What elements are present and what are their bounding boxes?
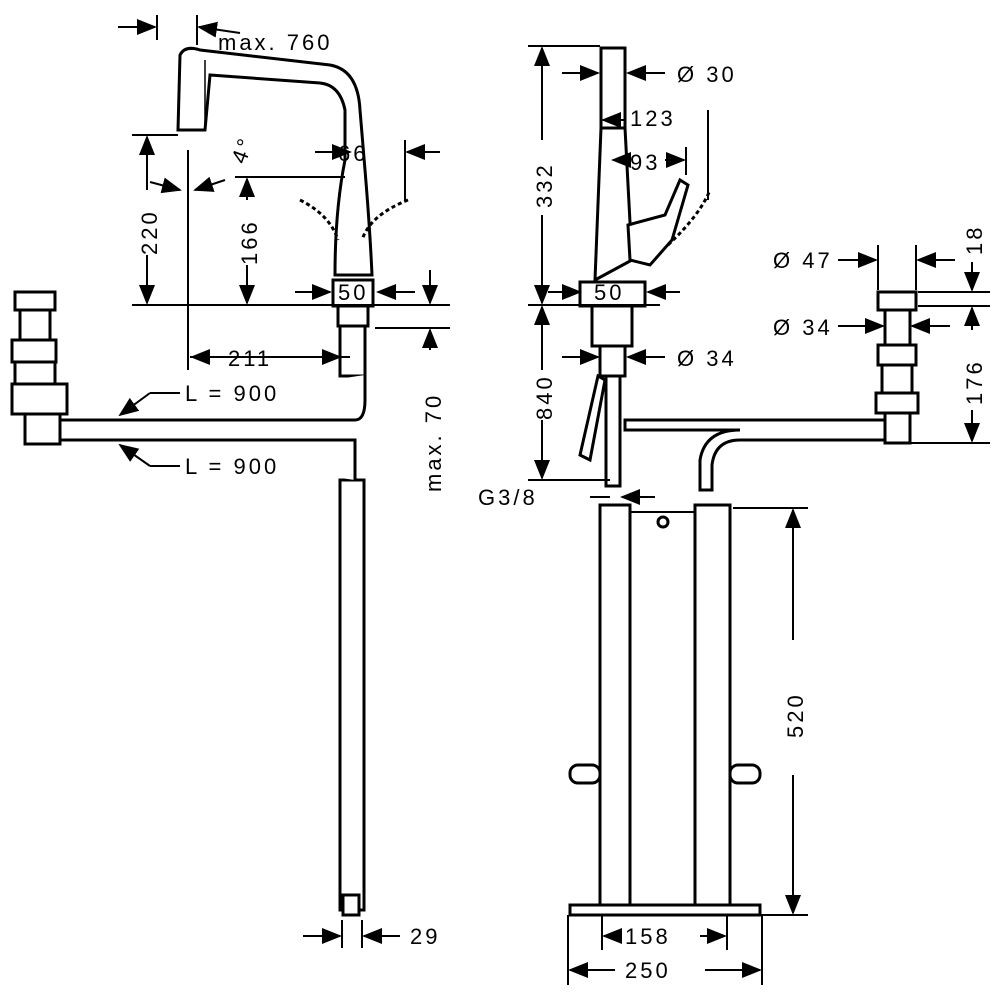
max-reach-label: max. 760: [218, 30, 333, 55]
valve-body-diameter-label: Ø 34: [773, 315, 833, 340]
width-93-label: 93: [630, 150, 660, 175]
front-base-50-label: 50: [594, 280, 624, 305]
side-view-faucet: [60, 46, 409, 917]
cap-diameter-label: Ø 47: [773, 248, 833, 273]
max-thickness-label: max. 70: [421, 393, 446, 492]
front-view-dimensions: [528, 45, 990, 985]
thread-label: G3/8: [478, 485, 538, 510]
offset-211-label: 211: [228, 346, 272, 371]
height-220-label: 220: [137, 209, 162, 255]
width-123-label: 123: [630, 106, 676, 131]
height-332-label: 332: [532, 162, 557, 208]
width-250-label: 250: [625, 958, 671, 983]
spout-diameter-label: Ø 30: [677, 62, 737, 87]
base-50-label: 50: [338, 280, 368, 305]
front-view-valve: [874, 290, 920, 445]
cap-height-label: 18: [962, 225, 987, 255]
hose-length-label-1: L = 900: [185, 381, 279, 406]
width-158-label: 158: [625, 924, 671, 949]
length-840-label: 840: [532, 374, 557, 420]
hose-length-label-2: L = 900: [185, 454, 279, 479]
front-view-faucet: [568, 46, 892, 917]
angle-label: 4°: [226, 133, 259, 167]
shank-diameter-label: Ø 34: [677, 346, 737, 371]
width-29-label: 29: [410, 924, 440, 949]
side-view-valve: [10, 290, 69, 446]
side-view-dimensions: [118, 15, 450, 948]
height-520-label: 520: [783, 692, 808, 738]
height-166-label: 166: [237, 219, 262, 265]
width-66-label: 66: [338, 141, 368, 166]
height-176-label: 176: [962, 359, 987, 405]
